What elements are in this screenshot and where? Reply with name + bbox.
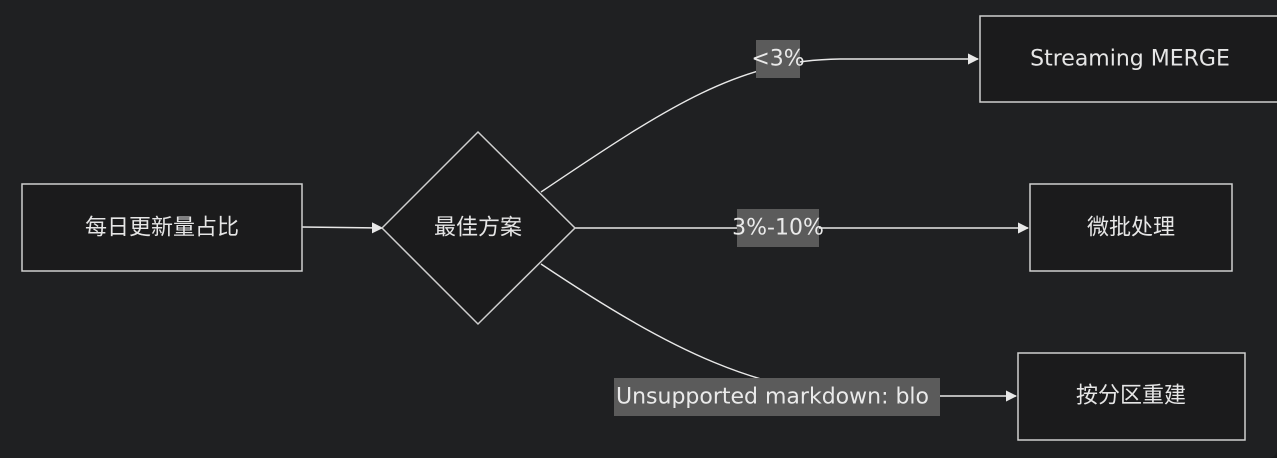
node-micro-batch-label: 微批处理 — [1087, 216, 1175, 241]
node-streaming-merge-label: Streaming MERGE — [1030, 47, 1230, 72]
edge-label-unsupported: Unsupported markdown: blo — [614, 378, 940, 416]
edge-start-to-decision — [301, 222, 384, 234]
edge-decision-to-rebuild — [540, 263, 1018, 402]
node-micro-batch[interactable]: 微批处理 — [1029, 183, 1233, 272]
node-partition-rebuild[interactable]: 按分区重建 — [1017, 352, 1246, 441]
edge-label-lt3-text: <3% — [751, 47, 804, 72]
edge-label-3to10: 3%-10% — [732, 209, 824, 247]
node-best-solution-decision[interactable]: 最佳方案 — [380, 130, 577, 326]
edge-label-lt3: <3% — [751, 40, 805, 78]
node-daily-update-ratio-label: 每日更新量占比 — [85, 216, 239, 241]
node-daily-update-ratio[interactable]: 每日更新量占比 — [21, 183, 303, 272]
node-partition-rebuild-label: 按分区重建 — [1076, 384, 1186, 409]
node-best-solution-label: 最佳方案 — [434, 216, 522, 241]
node-streaming-merge[interactable]: Streaming MERGE — [979, 15, 1277, 103]
edge-label-3to10-text: 3%-10% — [732, 216, 824, 241]
edge-decision-to-streaming — [540, 53, 980, 193]
edge-label-unsupported-text: Unsupported markdown: blo — [616, 385, 929, 410]
